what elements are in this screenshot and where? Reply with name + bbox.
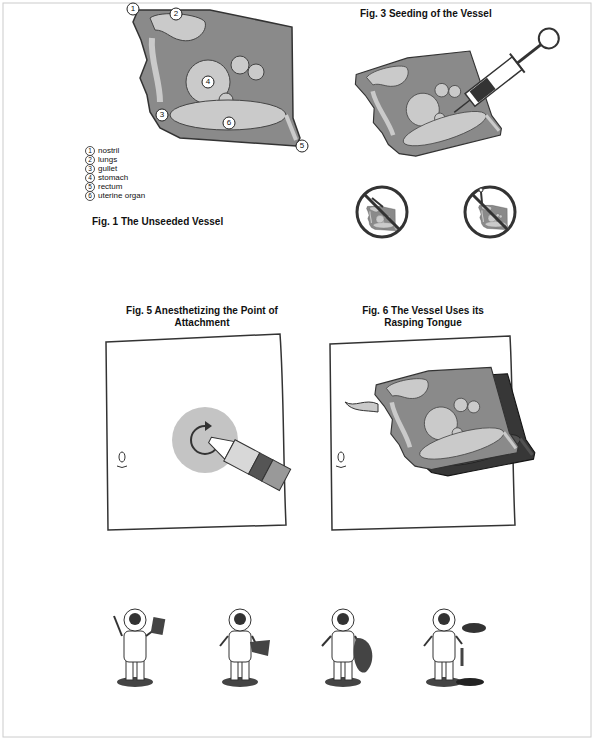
figure-title: Fig. 3 Seeding of the Vessel: [360, 8, 492, 20]
figure-title: Fig. 1 The Unseeded Vessel: [92, 216, 223, 228]
key-number: 3: [88, 166, 92, 173]
callout-number: 2: [174, 10, 178, 18]
key-text: uterine organ: [98, 192, 145, 200]
callout-number: 4: [206, 78, 210, 86]
callout-number: 3: [160, 111, 164, 119]
key-text: nostril: [98, 147, 119, 155]
key-text: stomach: [98, 174, 128, 182]
key-number: 4: [88, 175, 92, 182]
key-number: 5: [88, 184, 92, 191]
key-text: lungs: [98, 156, 117, 164]
key-text: rectum: [98, 183, 122, 191]
callout-number: 6: [227, 119, 231, 127]
callout-number: 1: [131, 5, 135, 13]
key-number: 6: [88, 193, 92, 200]
callout-number: 5: [300, 142, 304, 150]
key-number: 2: [88, 157, 92, 164]
figure-title: Fig. 6 The Vessel Uses its Rasping Tongu…: [352, 305, 494, 329]
key-text: gullet: [98, 165, 117, 173]
figure-title: Fig. 5 Anesthetizing the Point of Attach…: [122, 305, 282, 329]
key-number: 1: [88, 148, 92, 155]
